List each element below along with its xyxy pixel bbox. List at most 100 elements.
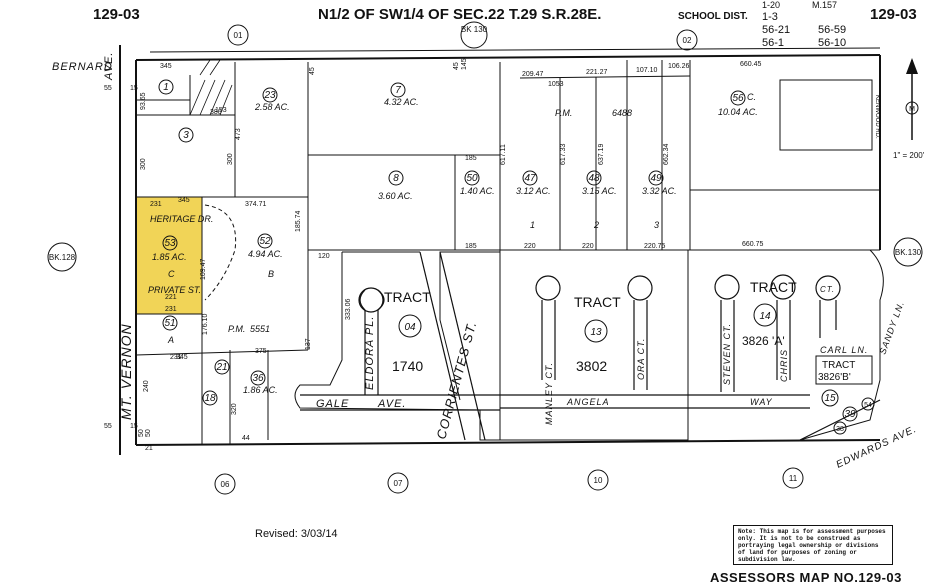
lot-1: 1 [530,220,535,230]
street-angela: ANGELA [566,397,610,407]
parcel-47[interactable]: 473.12 AC. [516,170,551,196]
parcel-23[interactable]: 232.58 AC. [254,87,290,112]
svg-text:3.12 AC.: 3.12 AC. [516,186,551,196]
street-steven: STEVEN CT. [722,323,732,385]
svg-text:231: 231 [165,306,177,313]
svg-text:320: 320 [231,403,238,415]
street-gale-ave: AVE. [377,398,406,410]
svg-text:300: 300 [227,153,234,165]
pm-number-2: 5551 [250,324,270,334]
svg-text:8: 8 [393,173,399,184]
svg-text:617.11: 617.11 [500,144,507,165]
parcel-38[interactable]: 38 [833,421,847,435]
parcel-36[interactable]: 361.86 AC. [243,370,278,395]
parcel-54[interactable]: 54 [861,397,875,411]
parcel-48[interactable]: 483.15 AC. [582,170,617,196]
svg-text:M: M [909,106,915,113]
svg-text:3.32 AC.: 3.32 AC. [642,186,677,196]
svg-text:55: 55 [104,423,112,430]
parcel-49[interactable]: 49 3.32 AC. [642,170,677,196]
tract-1740[interactable]: TRACT 04 1740 [384,289,431,374]
svg-text:21: 21 [145,445,153,452]
street-eldora: ELDORA PL. [364,316,376,390]
book-ref-left: BK.128 [47,242,77,272]
svg-text:2.58 AC.: 2.58 AC. [254,102,290,112]
book-ref-top-text: BK 130 [461,25,488,34]
svg-text:18: 18 [204,393,216,404]
parcel-8[interactable]: 83.60 AC. [378,170,413,201]
street-manley: MANLEY CT. [544,362,554,425]
svg-text:3802: 3802 [576,358,607,374]
svg-text:15: 15 [130,85,138,92]
svg-text:7: 7 [395,85,401,96]
svg-text:473: 473 [235,128,242,140]
block-06: 06 [214,473,236,495]
svg-text:221.27: 221.27 [586,69,608,76]
street-private: PRIVATE ST. [148,285,201,295]
parcel-15[interactable]: 15 [821,389,839,407]
svg-text:15: 15 [130,423,138,430]
parcel-18[interactable]: 18 [202,390,218,406]
street-mt-vernon: MT. VERNON [118,323,134,420]
svg-text:93.65: 93.65 [140,92,147,110]
svg-text:374.71: 374.71 [245,201,267,208]
svg-text:39: 39 [844,409,856,420]
book-page-right: 129-03 [870,6,917,23]
svg-text:231: 231 [170,354,182,361]
svg-text:380: 380 [210,109,222,116]
book-ref-left-text: BK.128 [49,253,76,262]
svg-text:10.04 AC.: 10.04 AC. [718,107,758,117]
svg-text:185: 185 [465,243,477,250]
parcel-1[interactable]: 1 [158,79,174,95]
parcel-51[interactable]: 51A [162,315,178,345]
svg-text:TRACT: TRACT [384,289,431,305]
street-chris: CHRIS [779,349,789,382]
street-carl: CARL LN. [820,345,868,355]
street-edwards: EDWARDS AVE. [835,424,919,471]
svg-text:50: 50 [145,429,152,437]
svg-text:220.75: 220.75 [644,243,666,250]
svg-text:54: 54 [864,402,872,409]
parcel-53[interactable]: 531.85 AC.C [152,235,187,279]
svg-text:49: 49 [650,173,662,184]
school-dist-label: SCHOOL DIST. [678,11,748,22]
svg-text:333.06: 333.06 [345,298,352,320]
tract-3826a[interactable]: TRACT 14 3826 'A' [742,279,797,348]
svg-text:38: 38 [836,426,844,433]
tract-3802[interactable]: TRACT 13 3802 [574,294,621,374]
svg-text:06: 06 [221,480,230,489]
svg-text:56: 56 [732,93,744,104]
book-ref-top: BK 130 [460,21,488,49]
parcel-7[interactable]: 74.32 AC. [384,82,419,107]
svg-text:185: 185 [465,155,477,162]
parcel-3[interactable]: 3 [178,127,194,143]
svg-text:345: 345 [178,197,190,204]
school-dist-4: 56-21 [762,24,790,36]
svg-text:231: 231 [150,201,162,208]
parcel-39[interactable]: 39 [842,406,858,422]
revised-date: Revised: 3/03/14 [255,528,338,540]
parcel-52[interactable]: 524.94 AC.B [248,233,283,279]
svg-text:637.19: 637.19 [598,143,605,165]
svg-text:01: 01 [234,31,243,40]
svg-text:176.10: 176.10 [202,313,209,335]
svg-text:106.26: 106.26 [668,63,690,70]
street-ave-top: AVE. [103,52,115,81]
school-dist-6: 56-1 [762,37,784,49]
parcel-50[interactable]: 501.40 AC. [460,170,495,196]
map-title: N1/2 OF SW1/4 OF SEC.22 T.29 S.R.28E. [318,6,601,23]
parcel-53-highlight[interactable] [135,196,203,315]
school-dist-3: 1-3 [762,11,778,23]
parcel-21[interactable]: 21 [214,359,230,375]
svg-text:B: B [268,269,274,279]
block-02: 02 [676,29,698,51]
tract-3826b[interactable]: TRACT 3826'B' [815,355,873,385]
svg-text:662.34: 662.34 [663,143,670,165]
school-dist-5: 56-59 [818,24,846,36]
street-ct: CT. [820,285,835,294]
svg-text:07: 07 [394,479,403,488]
lot-3: 3 [654,220,659,230]
svg-text:52: 52 [259,236,271,247]
